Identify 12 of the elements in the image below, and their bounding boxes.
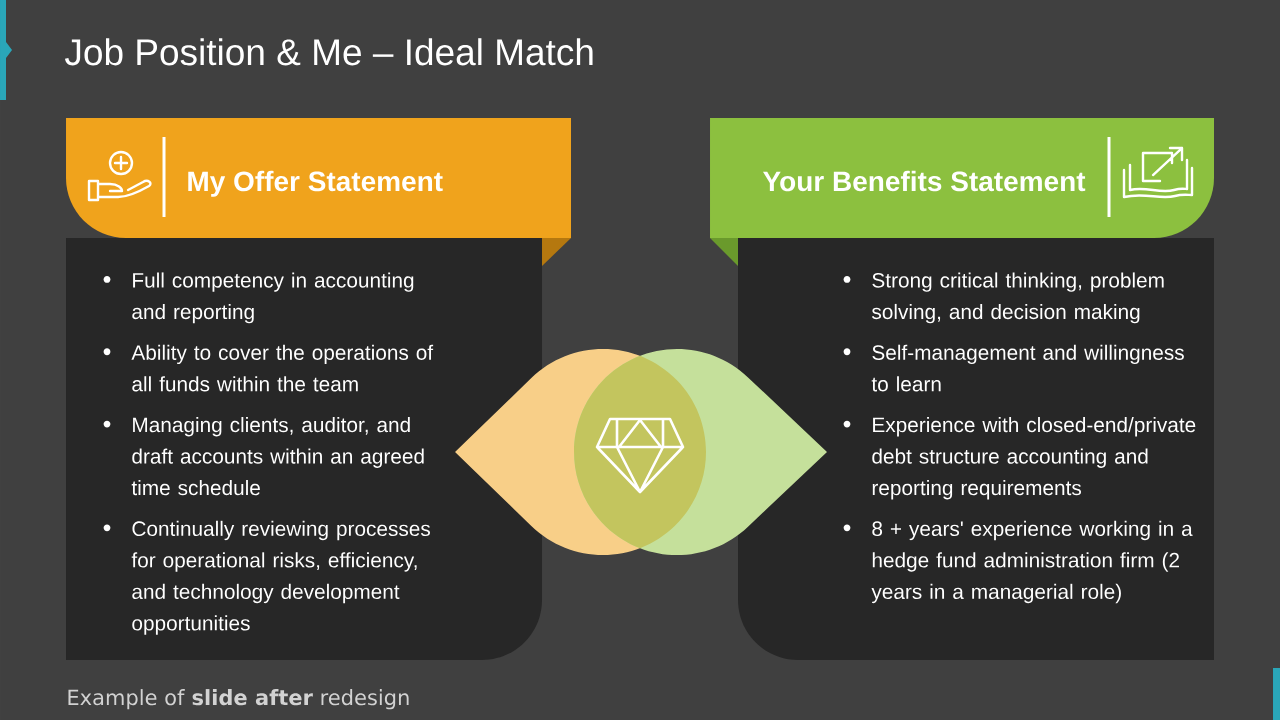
bullet-text: Continually reviewing processes for operational risks, efficiency, and technology development opportunities <box>131 520 430 635</box>
bullet-text: Self-management and willingness to learn <box>871 344 1184 392</box>
heading-band: My Offer Statement <box>66 118 571 266</box>
bullet-text: 8 + years' experience working in a hedge fund administration firm (2 years in a managerial role) <box>871 520 1193 604</box>
bullet-text: Ability to cover the operations of all funds within the team <box>131 344 434 392</box>
heading-band: Your Benefits Statement <box>710 118 1214 266</box>
caption: Example of slide after redesign <box>68 689 409 710</box>
bullet-text: Managing clients, auditor, and draft accounts within an agreed time schedule <box>131 417 424 496</box>
bullet-text: Full competency in accounting and reporting <box>132 272 414 324</box>
bullet-text: Experience with closed-end/private debt structure accounting and reporting requirements <box>872 417 1196 500</box>
title: Job Position & Me – Ideal Match <box>64 38 593 66</box>
bullet-text: Strong critical thinking, problem solving, and decision making <box>871 272 1164 324</box>
